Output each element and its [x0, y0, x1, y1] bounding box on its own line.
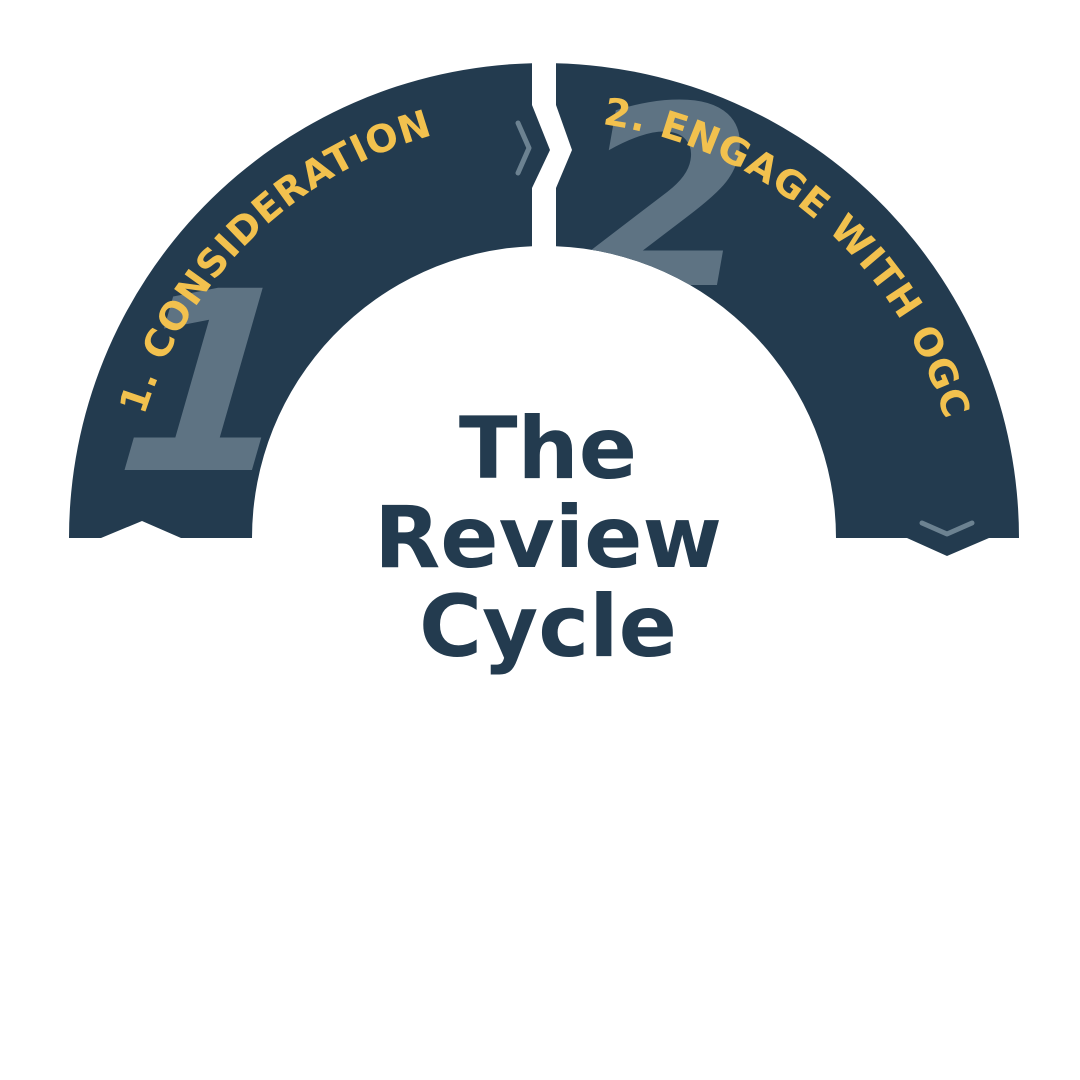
title-line-review: Review [374, 488, 722, 588]
segment-engage-with-ogc-shape [556, 63, 1019, 556]
title-line-the: The [459, 399, 637, 499]
segment-consideration-shape [69, 63, 550, 538]
chevron-right-icon [515, 120, 532, 176]
chevron-down-icon [919, 520, 975, 537]
center-title: The Review Cycle [374, 399, 722, 677]
title-line-cycle: Cycle [419, 577, 677, 677]
